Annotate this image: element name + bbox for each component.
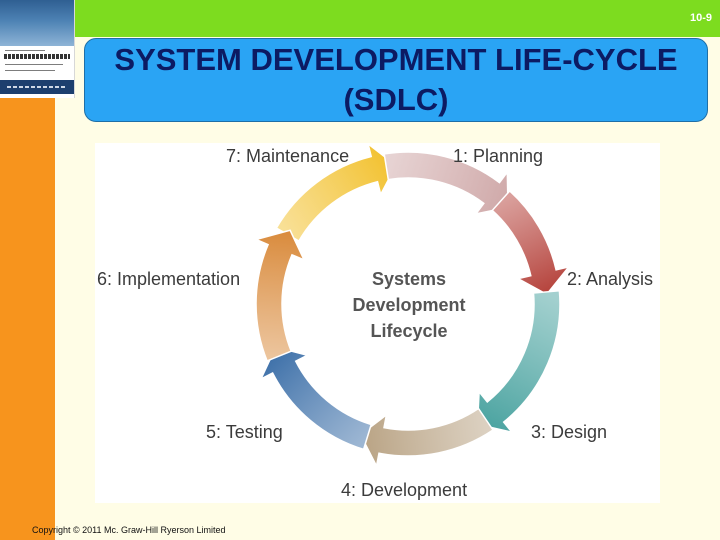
book-cover-thumbnail bbox=[0, 0, 75, 98]
cover-rule bbox=[5, 70, 55, 71]
copyright-text: Copyright © 2011 Mc. Graw-Hill Ryerson L… bbox=[32, 525, 226, 535]
sdlc-cycle-svg: Systems Development Lifecycle 1: Plannin… bbox=[97, 143, 653, 500]
stage-label-development: 4: Development bbox=[341, 480, 467, 500]
page-title: SYSTEM DEVELOPMENT LIFE-CYCLE (SDLC) bbox=[114, 42, 678, 117]
stage-arrow-maintenance bbox=[253, 229, 306, 362]
center-label-line: Development bbox=[352, 295, 465, 315]
cover-band-text bbox=[7, 86, 67, 88]
stage-arrow-testing bbox=[359, 407, 495, 469]
stage-arrow-development bbox=[476, 289, 561, 434]
center-label-line: Lifecycle bbox=[370, 321, 447, 341]
stage-label-analysis: 2: Analysis bbox=[567, 269, 653, 289]
cover-rule bbox=[5, 50, 45, 51]
stage-label-planning: 1: Planning bbox=[453, 146, 543, 166]
stage-label-testing: 5: Testing bbox=[206, 422, 283, 442]
slide-number: 10-9 bbox=[689, 12, 712, 24]
stage-label-implementation: 6: Implementation bbox=[97, 269, 240, 289]
top-accent-bar bbox=[0, 0, 720, 37]
stage-label-design: 3: Design bbox=[531, 422, 607, 442]
stage-label-maintenance: 7: Maintenance bbox=[226, 146, 349, 166]
center-label-line: Systems bbox=[372, 269, 446, 289]
cover-title-text bbox=[4, 54, 70, 59]
stage-arrow-design bbox=[491, 189, 571, 296]
sdlc-diagram: Systems Development Lifecycle 1: Plannin… bbox=[95, 143, 660, 503]
cover-rule bbox=[5, 64, 63, 65]
cover-photo bbox=[0, 0, 74, 46]
title-box: SYSTEM DEVELOPMENT LIFE-CYCLE (SDLC) bbox=[84, 38, 708, 122]
